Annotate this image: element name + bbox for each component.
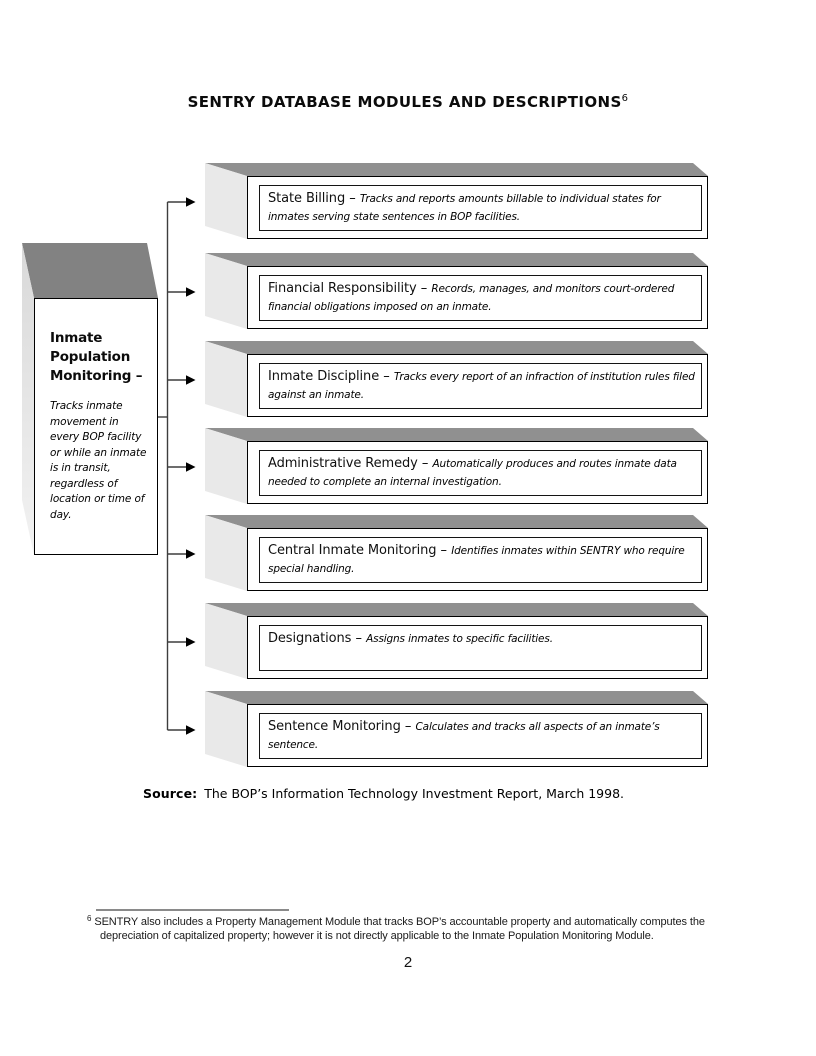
- module-inner-frame: State Billing – Tracks and reports amoun…: [259, 185, 702, 231]
- module-separator: –: [400, 719, 416, 734]
- module-name: Financial Responsibility: [268, 281, 417, 296]
- module-description: Records, manages, and monitors court-ord…: [268, 283, 675, 313]
- module-front: Sentence Monitoring – Calculates and tra…: [247, 704, 708, 767]
- module-front: State Billing – Tracks and reports amoun…: [247, 176, 708, 239]
- module-front: Inmate Discipline – Tracks every report …: [247, 354, 708, 417]
- module-side-face: [205, 428, 247, 504]
- module-block: Inmate Discipline – Tracks every report …: [205, 341, 709, 418]
- module-text: Designations – Assigns inmates to specif…: [260, 626, 701, 649]
- module-separator: –: [416, 281, 432, 296]
- module-top-face: [205, 428, 708, 441]
- source-line: Source: The BOP’s Information Technology …: [143, 785, 624, 802]
- module-front: Central Inmate Monitoring – Identifies i…: [247, 528, 708, 591]
- footnote: 6 SENTRY also includes a Property Manage…: [87, 912, 715, 943]
- module-separator: –: [351, 631, 367, 646]
- module-side-face: [205, 341, 247, 417]
- module-text: Administrative Remedy – Automatically pr…: [260, 451, 701, 491]
- module-inner-frame: Financial Responsibility – Records, mana…: [259, 275, 702, 321]
- source-text: The BOP’s Information Technology Investm…: [204, 786, 625, 801]
- module-top-face: [205, 603, 708, 616]
- module-block: Financial Responsibility – Records, mana…: [205, 253, 709, 330]
- module-name: Central Inmate Monitoring: [268, 543, 437, 558]
- module-inner-frame: Designations – Assigns inmates to specif…: [259, 625, 702, 671]
- module-top-face: [205, 163, 708, 176]
- arrowhead-icon: [186, 197, 196, 207]
- module-description: Tracks every report of an infraction of …: [268, 371, 695, 401]
- footnote-marker: 6: [87, 914, 92, 923]
- module-side-face: [205, 515, 247, 591]
- module-block: Designations – Assigns inmates to specif…: [205, 603, 709, 680]
- module-top-face: [205, 515, 708, 528]
- module-block: Administrative Remedy – Automatically pr…: [205, 428, 709, 505]
- module-description: Identifies inmates within SENTRY who req…: [268, 545, 685, 575]
- module-text: Sentence Monitoring – Calculates and tra…: [260, 714, 701, 754]
- module-inner-frame: Sentence Monitoring – Calculates and tra…: [259, 713, 702, 759]
- module-block: State Billing – Tracks and reports amoun…: [205, 163, 709, 240]
- arrowhead-icon: [186, 287, 196, 297]
- module-text: Central Inmate Monitoring – Identifies i…: [260, 538, 701, 578]
- title-footnote-ref: 6: [621, 93, 629, 104]
- module-name: Administrative Remedy: [268, 456, 418, 471]
- module-description: Assigns inmates to specific facilities.: [366, 633, 553, 645]
- module-front: Financial Responsibility – Records, mana…: [247, 266, 708, 329]
- hub-side-face: [22, 243, 34, 555]
- page-title-text: SENTRY DATABASE MODULES AND DESCRIPTIONS: [187, 93, 622, 111]
- arrowhead-icon: [186, 375, 196, 385]
- module-separator: –: [436, 543, 452, 558]
- module-name: Designations: [268, 631, 352, 646]
- page-title: SENTRY DATABASE MODULES AND DESCRIPTIONS…: [0, 93, 816, 111]
- module-front: Administrative Remedy – Automatically pr…: [247, 441, 708, 504]
- module-text: Financial Responsibility – Records, mana…: [260, 276, 701, 316]
- page-number: 2: [403, 954, 413, 971]
- module-front: Designations – Assigns inmates to specif…: [247, 616, 708, 679]
- module-description: Tracks and reports amounts billable to i…: [268, 193, 661, 223]
- hub-box: Inmate Population Monitoring – Tracks in…: [22, 243, 158, 555]
- module-side-face: [205, 163, 247, 239]
- hub-top-face: [22, 243, 158, 298]
- module-name: Sentence Monitoring: [268, 719, 401, 734]
- hub-front: Inmate Population Monitoring – Tracks in…: [34, 298, 158, 555]
- module-separator: –: [379, 369, 394, 384]
- footnote-rule: [96, 909, 289, 911]
- module-side-face: [205, 691, 247, 767]
- source-label: Source:: [143, 786, 198, 801]
- module-description: Automatically produces and routes inmate…: [268, 458, 677, 488]
- module-separator: –: [345, 191, 360, 206]
- footnote-text: SENTRY also includes a Property Manageme…: [94, 916, 705, 942]
- arrowhead-icon: [186, 637, 196, 647]
- module-name: Inmate Discipline: [268, 369, 380, 384]
- module-side-face: [205, 253, 247, 329]
- arrowhead-icon: [186, 462, 196, 472]
- module-top-face: [205, 691, 708, 704]
- module-inner-frame: Central Inmate Monitoring – Identifies i…: [259, 537, 702, 583]
- module-inner-frame: Administrative Remedy – Automatically pr…: [259, 450, 702, 496]
- arrowhead-icon: [186, 549, 196, 559]
- hub-description: Tracks inmate movement in every BOP faci…: [50, 400, 147, 521]
- arrowhead-icon: [186, 725, 196, 735]
- module-text: State Billing – Tracks and reports amoun…: [260, 186, 701, 226]
- module-block: Sentence Monitoring – Calculates and tra…: [205, 691, 709, 768]
- module-name: State Billing: [268, 191, 346, 206]
- module-top-face: [205, 341, 708, 354]
- module-side-face: [205, 603, 247, 679]
- hub-title: Inmate Population Monitoring –: [50, 330, 143, 384]
- module-separator: –: [417, 456, 433, 471]
- hub-text: Inmate Population Monitoring – Tracks in…: [35, 299, 157, 523]
- module-block: Central Inmate Monitoring – Identifies i…: [205, 515, 709, 592]
- module-description: Calculates and tracks all aspects of an …: [268, 721, 660, 751]
- module-top-face: [205, 253, 708, 266]
- module-text: Inmate Discipline – Tracks every report …: [260, 364, 701, 404]
- module-inner-frame: Inmate Discipline – Tracks every report …: [259, 363, 702, 409]
